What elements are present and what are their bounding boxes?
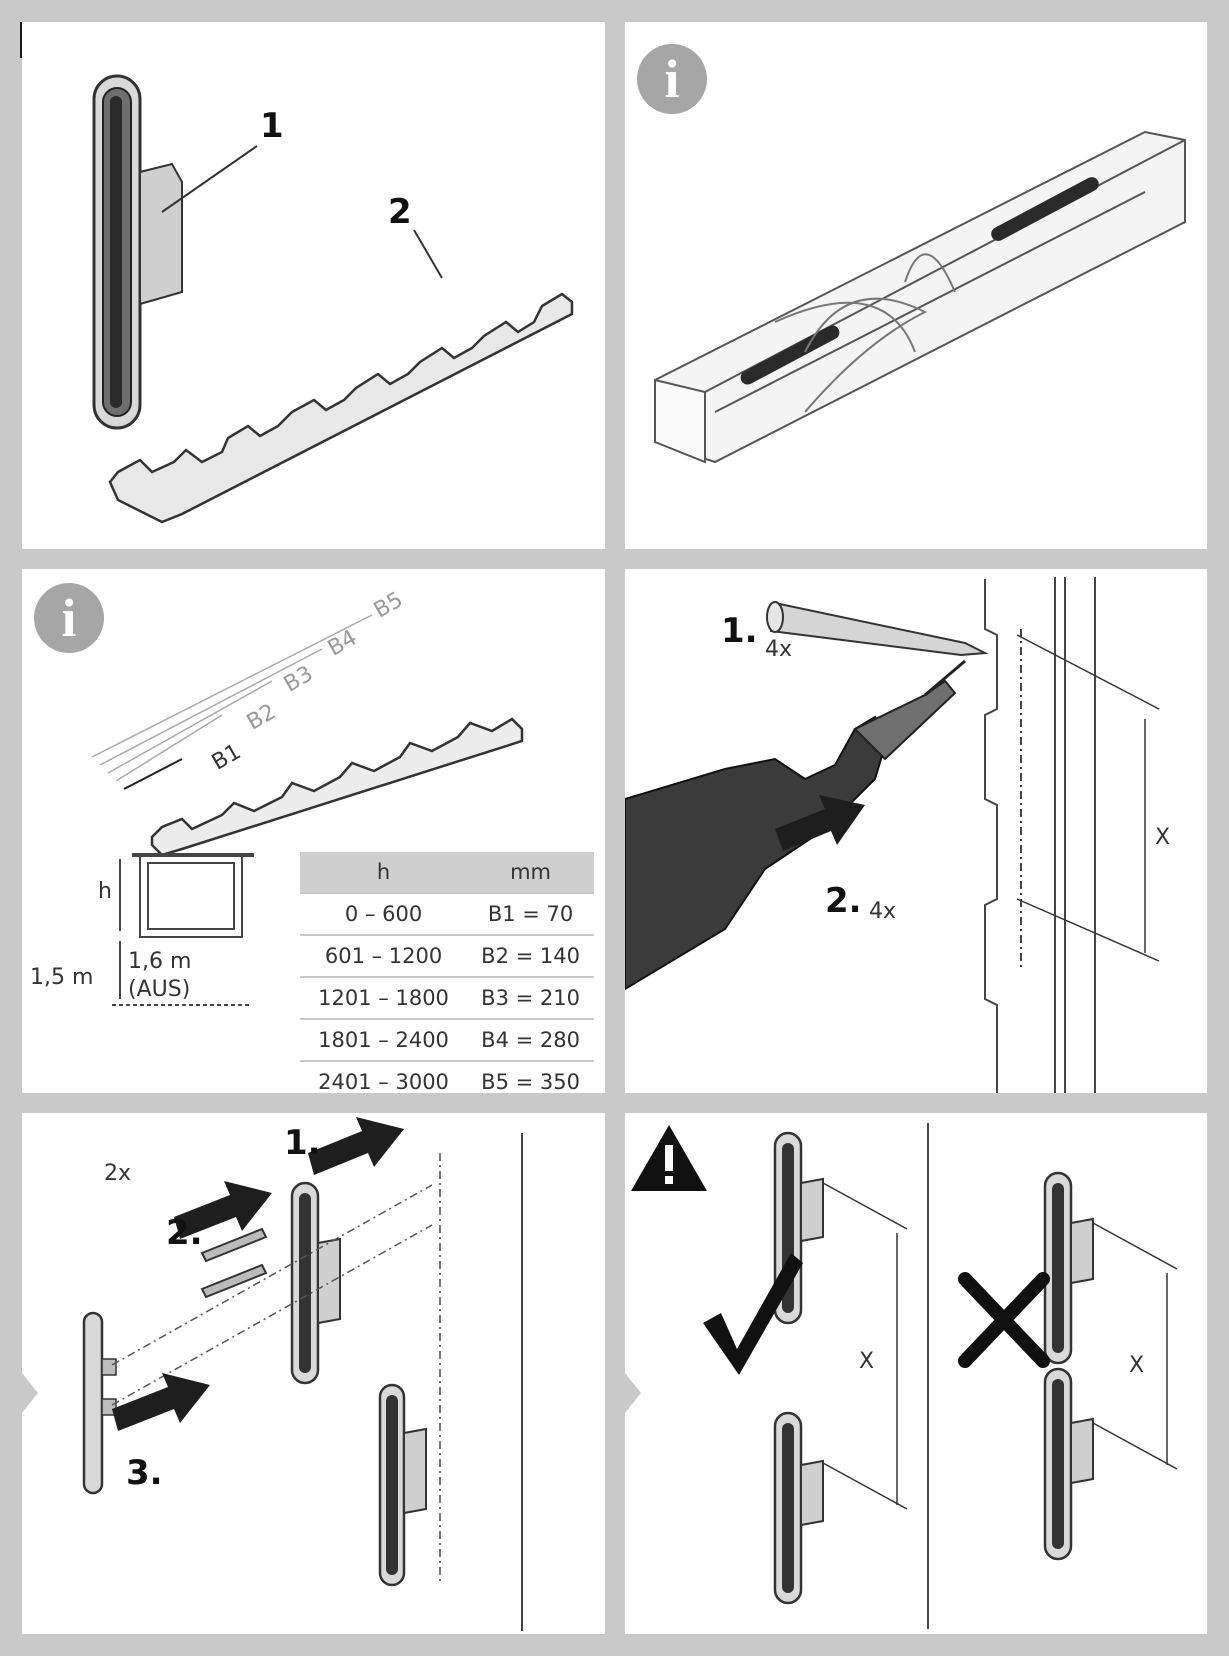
panel-mark-and-drill: 1. 4x 2. 4x X (625, 569, 1207, 1093)
distance-label-left: X (859, 1349, 875, 1374)
info-icon: i (637, 44, 707, 114)
panel-correct-vs-wrong: X X (625, 1113, 1207, 1634)
holder-part-illustration (92, 74, 183, 430)
table-cell-h: 601 – 1200 (300, 934, 468, 977)
holders-wrong-aligned (1043, 1171, 1094, 1561)
part-label-1: 1 (260, 106, 284, 146)
step-pointer (625, 1373, 641, 1413)
table-row: 1801 – 2400 B4 = 280 (300, 1018, 594, 1061)
table-row: 601 – 1200 B2 = 140 (300, 934, 594, 977)
pencil-illustration (766, 601, 989, 657)
panel-parts: 1 2 (22, 22, 605, 549)
distance-label-right: X (1129, 1353, 1145, 1378)
step-2-label: 2. (166, 1213, 203, 1253)
info-icon: i (34, 583, 104, 653)
step-3-label: 3. (126, 1453, 163, 1493)
table-cell-mm: B5 = 350 (467, 1060, 594, 1102)
step-1-count: 4x (765, 637, 793, 662)
table-cell-mm: B2 = 140 (467, 934, 594, 977)
height-label-aus: (AUS) (128, 977, 191, 1002)
panel-packaging-info: i (625, 22, 1207, 549)
table-row: 0 – 600 B1 = 70 (300, 892, 594, 935)
count-label: 2x (104, 1161, 132, 1186)
holder-illustration-top (290, 1181, 341, 1385)
table-header-mm: mm (467, 852, 594, 893)
part-label-2: 2 (388, 192, 412, 232)
holder-illustration-bottom (378, 1383, 427, 1587)
drill-illustration (625, 659, 966, 991)
height-label-1-6m: 1,6 m (128, 949, 192, 974)
table-header-row: h mm (300, 852, 594, 893)
distance-label: X (1155, 825, 1171, 850)
table-cell-mm: B3 = 210 (467, 976, 594, 1019)
cross-icon (958, 1272, 1050, 1368)
step-2-label: 2. (825, 881, 862, 921)
warning-triangle-icon (631, 1125, 707, 1191)
table-cell-mm: B1 = 70 (467, 892, 594, 935)
panel-mount-holders: 2x 1. 2. 3. (22, 1113, 605, 1634)
step-1-label: 1. (721, 611, 758, 651)
table-cell-mm: B4 = 280 (467, 1018, 594, 1061)
step-pointer (22, 1373, 38, 1413)
table-row: 2401 – 3000 B5 = 350 (300, 1060, 594, 1102)
table-cell-h: 1801 – 2400 (300, 1018, 468, 1061)
alignment-drawing (631, 1123, 1178, 1629)
table-row: 1201 – 1800 B3 = 210 (300, 976, 594, 1019)
step-1-label: 1. (284, 1123, 321, 1163)
rail-package-drawing (654, 130, 1186, 464)
table-cell-h: 0 – 600 (300, 892, 468, 935)
parts-drawing (92, 74, 574, 524)
table-header-h: h (300, 852, 468, 893)
height-label-1-5m: 1,5 m (30, 965, 94, 990)
spacing-template-illustration (108, 292, 574, 524)
window-sketch (112, 853, 254, 1006)
holders-correct-aligned (773, 1131, 824, 1605)
spacing-table: h mm 0 – 600 B1 = 70 601 – 1200 B2 = 140… (300, 852, 594, 1102)
table-cell-h: 1201 – 1800 (300, 976, 468, 1019)
table-cell-h: 2401 – 3000 (300, 1060, 468, 1102)
mounting-drawing (82, 1117, 523, 1631)
step-2-count: 4x (869, 899, 897, 924)
drill-drawing (625, 577, 1160, 1093)
window-height-label: h (98, 879, 112, 904)
spacing-diagram (91, 614, 524, 1006)
checkmark-icon (703, 1253, 803, 1375)
holder-illustration-left (82, 1311, 117, 1495)
